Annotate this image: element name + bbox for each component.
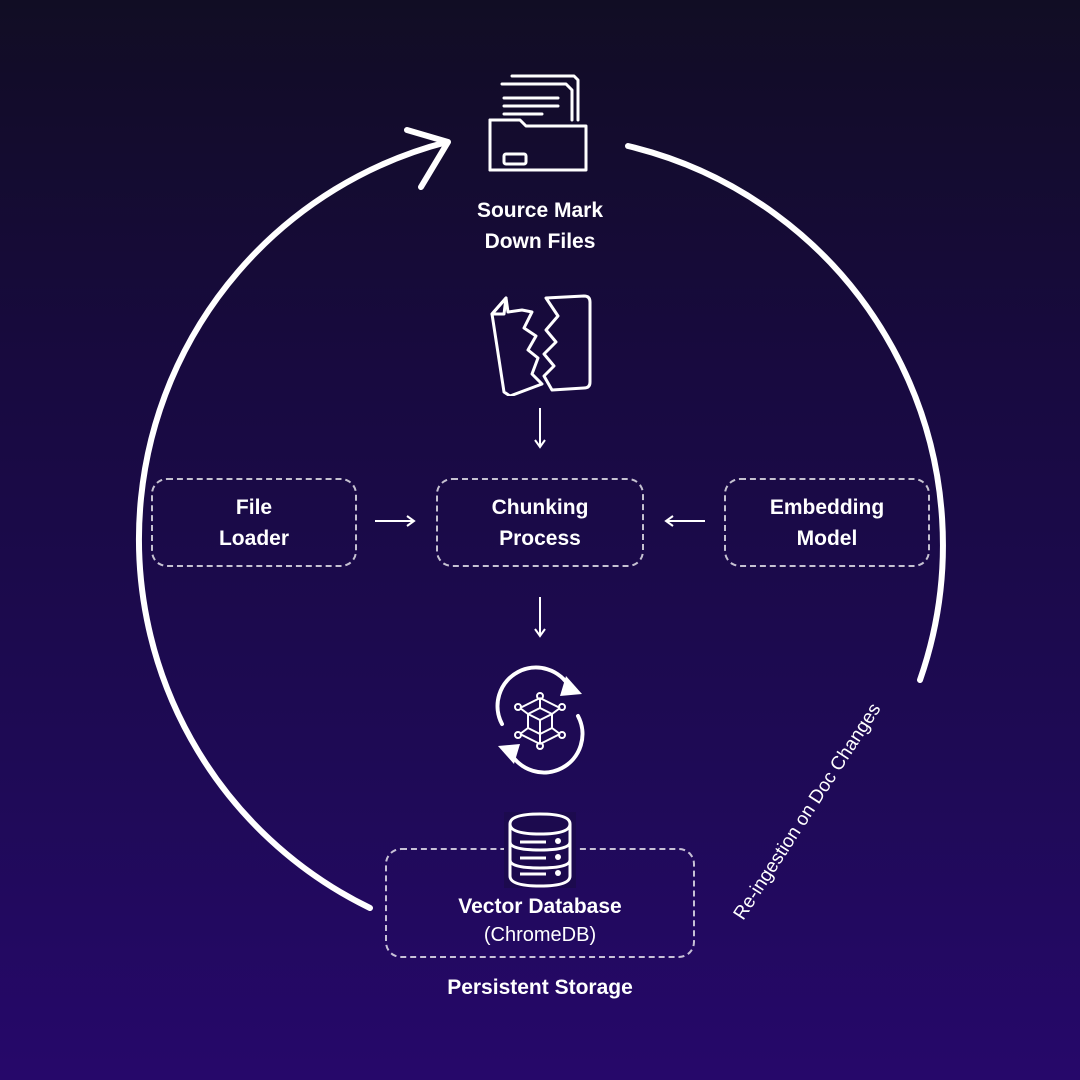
arrow-icon-to-chunking xyxy=(534,408,546,449)
vector-db-subtitle: (ChromeDB) xyxy=(483,924,597,946)
embedding-line-1: Embedding xyxy=(769,495,885,519)
database-icon xyxy=(504,812,576,888)
persistent-storage-label: Persistent Storage xyxy=(447,976,633,999)
arrow-embedding-to-chunking xyxy=(664,515,705,527)
embedding-line-2: Model xyxy=(796,526,858,550)
chunking-process-box: Chunking Process xyxy=(436,478,644,567)
loop-arc-right xyxy=(625,143,946,683)
chunking-line-1: Chunking xyxy=(491,495,589,519)
documents-folder-icon xyxy=(488,74,588,172)
file-loader-line-1: File xyxy=(235,495,273,519)
loop-arrowhead xyxy=(404,127,451,190)
vector-db-title: Vector Database xyxy=(458,895,622,918)
torn-document-icon xyxy=(490,294,592,396)
sync-cube-icon xyxy=(495,665,585,775)
source-line-1: Source Mark xyxy=(476,199,604,222)
source-files-label: Source Mark Down Files xyxy=(440,195,640,257)
embedding-model-box: Embedding Model xyxy=(724,478,930,567)
loop-arc-left xyxy=(136,139,450,911)
file-loader-line-2: Loader xyxy=(218,526,289,550)
arrow-chunking-to-embed xyxy=(534,597,546,638)
chunking-line-2: Process xyxy=(499,526,581,550)
source-line-2: Down Files xyxy=(484,230,596,253)
file-loader-box: File Loader xyxy=(151,478,357,567)
arrow-loader-to-chunking xyxy=(375,515,416,527)
